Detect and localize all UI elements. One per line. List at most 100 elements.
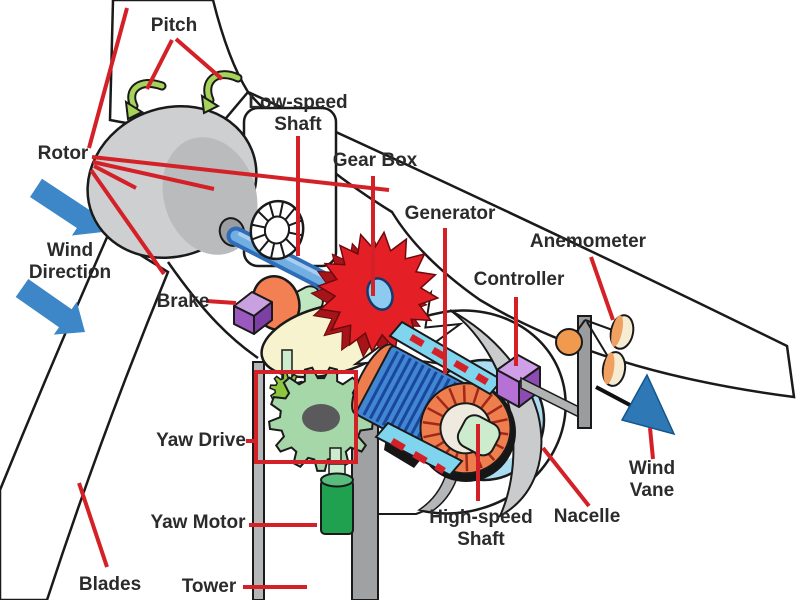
label-line: Wind [628,458,676,479]
label-anemometer: Anemometer [529,231,647,252]
anemometer-cup-1 [609,314,635,350]
bottom-plate [374,421,464,477]
vane-fin [620,373,676,436]
leader-rotor-4 [93,164,137,190]
label-line: Vane [629,480,675,501]
detail-line [285,238,297,250]
label-brake: Brake [156,291,210,312]
detail-line [401,371,438,437]
label-low-speed-shaft: Low-speed Shaft [248,92,347,136]
label-line: Low-speed [248,92,348,113]
label-line: Wind [46,240,94,261]
label-generator: Generator [404,203,496,224]
yaw-motor-body [320,479,354,535]
detail-line [394,367,432,433]
wind-arrow-bottom [15,279,86,335]
label-line: Shaft [457,529,505,550]
detail-line [251,223,266,229]
brake-side [253,301,273,335]
leader-rotor-2 [91,155,390,192]
detail-line [375,357,412,423]
anemometer-cup-ball [555,328,583,356]
yaw-motor-group [320,463,354,535]
mast-pole [577,315,592,429]
wind-arrow-top [30,178,103,236]
yaw-motor-top [320,472,354,488]
leader-wind-vane [648,427,655,460]
label-blades: Blades [78,574,142,595]
detail-line [426,406,444,418]
leader-nacelle [541,446,591,508]
leader-pitch-right [174,37,224,81]
label-line: High-speed [429,507,533,528]
label-line: Direction [28,262,112,283]
label-wind-vane: Wind Vane [629,458,675,502]
detail-line [490,418,508,425]
leader-lines [77,7,655,589]
label-pitch: Pitch [150,15,198,36]
label-yaw-motor: Yaw Motor [150,512,246,533]
bearing-spokes [251,201,303,259]
detail-line [480,393,493,409]
pitch-arrows [124,70,243,121]
detail-line [465,454,469,472]
leader-rotor-3 [92,160,215,191]
detail-line [423,432,441,439]
yaw-drive-box [254,370,358,464]
label-wind-direction: Wind Direction [29,240,111,284]
leader-anemometer [589,256,615,321]
label-rotor: Rotor [37,143,89,164]
label-high-speed-shaft: High-speed Shaft [429,507,532,551]
yaw-gear-hub [302,404,340,432]
end-ring-fins [422,385,509,472]
pitch-arrow-right-head [200,94,221,115]
brake-cube [233,291,273,335]
anemometer-group [555,314,635,387]
detail-line [288,231,303,237]
mast-group [520,315,592,429]
label-controller: Controller [473,269,565,290]
detail-line [422,421,440,426]
shaft-bearing [249,199,305,261]
leader-brake [205,299,237,305]
detail-line [462,385,466,403]
label-nacelle: Nacelle [553,506,621,527]
anemometer-cup-2 [601,351,627,387]
detail-line [362,350,399,416]
blade-right [247,90,796,399]
detail-line [268,202,275,218]
detail-line [435,395,450,410]
bottom-plate-slots [390,437,446,474]
label-gear-box: Gear Box [332,150,418,171]
detail-line [448,387,457,405]
bearing-inner [263,215,291,245]
leader-blades [77,482,109,568]
label-line: Shaft [274,114,322,135]
pitch-arrow-right [205,72,241,103]
nacelle-front-edge [166,261,259,360]
yaw-drive-group [268,349,374,483]
leader-rotor-1 [87,7,129,149]
leader-pitch-left [145,39,174,90]
detail-line [251,233,266,241]
detail-line [284,207,296,221]
wind-arrows [15,178,103,335]
detail-line [269,242,276,259]
detail-line [388,364,425,430]
detail-line [368,354,406,420]
leader-rotor-5 [89,168,166,276]
detail-line [279,242,286,258]
detail-line [278,201,285,218]
detail-line [486,404,503,416]
wind-vane-group [595,373,676,436]
generator-bottom-plate [374,421,464,477]
label-tower: Tower [181,576,237,597]
detail-line [258,239,270,253]
detail-line [472,387,480,404]
pitch-arrow-left [129,81,165,109]
detail-line [381,360,419,426]
detail-line [257,210,269,222]
